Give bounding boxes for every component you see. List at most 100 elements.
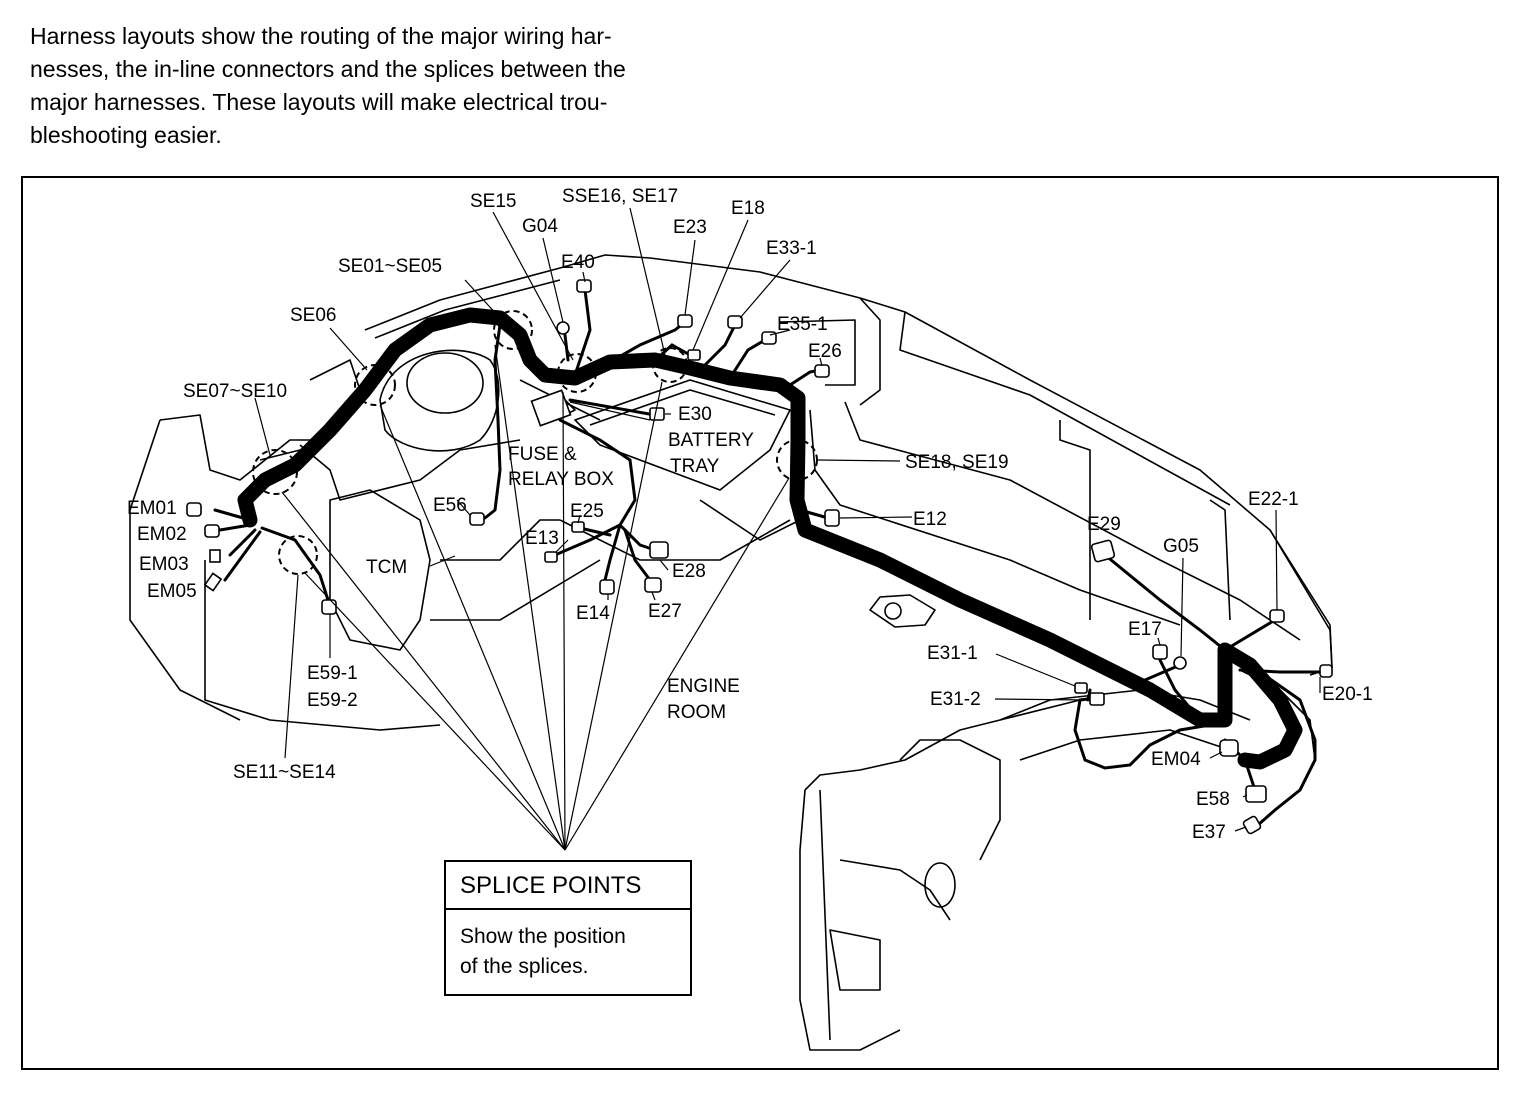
- connector-e18: [687, 349, 701, 361]
- label-em02: EM02: [137, 524, 187, 545]
- connector-em05: [203, 572, 223, 592]
- label-e20-1: E20-1: [1322, 684, 1373, 705]
- label-e58: E58: [1196, 789, 1230, 810]
- component-labels: SE15 SSE16, SE17 G04 E23 E18 E33-1 SE01~…: [127, 186, 1373, 843]
- label-e56: E56: [433, 495, 467, 516]
- label-e37: E37: [1192, 822, 1226, 843]
- label-e29: E29: [1087, 514, 1121, 535]
- label-e23: E23: [673, 217, 707, 238]
- diagram-frame: [21, 176, 1499, 1070]
- connector-em01: [186, 502, 202, 517]
- connector-e13: [544, 551, 558, 563]
- label-se11-se14: SE11~SE14: [233, 762, 336, 783]
- splice-sse16-se17: [652, 347, 688, 383]
- label-e30: E30: [678, 404, 712, 425]
- label-em01: EM01: [127, 498, 177, 519]
- label-relay-box: RELAY BOX: [508, 469, 614, 490]
- connector-e17: [1152, 644, 1168, 660]
- leader-lines: [254, 207, 1321, 851]
- label-e28: E28: [672, 561, 706, 582]
- label-e12: E12: [913, 509, 947, 530]
- label-tcm: TCM: [366, 557, 407, 578]
- connector-e35-1: [761, 331, 777, 345]
- label-sse16-se17: SSE16, SE17: [562, 186, 678, 207]
- label-em04: EM04: [1151, 749, 1201, 770]
- connector-e14: [599, 579, 615, 595]
- label-se18-se19: SE18, SE19: [905, 452, 1009, 473]
- connector-e59: [321, 599, 337, 615]
- splice-se07-se10: [252, 449, 298, 495]
- intro-line-4: bleshooting easier.: [30, 122, 222, 148]
- connectors: [186, 279, 1333, 835]
- label-e40: E40: [561, 252, 595, 273]
- label-room: ROOM: [667, 702, 726, 723]
- intro-line-2: nesses, the in-line connectors and the s…: [30, 56, 626, 82]
- label-se06: SE06: [290, 305, 336, 326]
- connector-e29: [1090, 539, 1116, 563]
- splice-se06: [354, 364, 396, 406]
- label-e59-1: E59-1: [307, 663, 358, 684]
- splice-points-legend: SPLICE POINTS Show the position of the s…: [444, 860, 692, 996]
- connector-e56: [469, 512, 485, 526]
- connector-e20-1: [1319, 664, 1333, 678]
- connector-e22-1: [1269, 609, 1285, 623]
- label-e13: E13: [525, 528, 559, 549]
- connector-em02: [204, 524, 220, 538]
- fuse-relay-box-body: [530, 389, 572, 427]
- connector-e25: [571, 521, 585, 533]
- connector-e33-1: [727, 315, 743, 329]
- label-se01-se05: SE01~SE05: [338, 256, 442, 277]
- ground-g05: [1173, 656, 1187, 670]
- intro-paragraph: Harness layouts show the routing of the …: [30, 20, 770, 152]
- label-e22-1: E22-1: [1248, 489, 1299, 510]
- connector-em04: [1219, 739, 1239, 757]
- connector-e58: [1245, 785, 1267, 803]
- splice-se15: [557, 353, 597, 393]
- splice-circles: [252, 310, 818, 575]
- splice-se01-se05: [493, 310, 533, 350]
- connector-e28: [649, 541, 669, 559]
- label-e59-2: E59-2: [307, 690, 358, 711]
- legend-description: Show the position of the splices.: [446, 910, 690, 982]
- label-em03: EM03: [139, 554, 189, 575]
- intro-line-1: Harness layouts show the routing of the …: [30, 23, 612, 49]
- connector-e26: [814, 364, 830, 378]
- label-tray: TRAY: [670, 456, 720, 477]
- splice-se11-se14: [278, 535, 318, 575]
- intro-line-3: major harnesses. These layouts will make…: [30, 89, 608, 115]
- connector-e31-2: [1089, 692, 1105, 706]
- label-e35-1: E35-1: [777, 314, 828, 335]
- legend-line-2: of the splices.: [460, 955, 589, 978]
- connector-e30: [649, 407, 665, 421]
- connector-e40: [576, 279, 592, 293]
- legend-title: SPLICE POINTS: [446, 862, 690, 910]
- label-engine: ENGINE: [667, 676, 740, 697]
- connector-e37: [1242, 815, 1262, 835]
- ground-g04: [556, 321, 570, 335]
- label-e33-1: E33-1: [766, 238, 817, 259]
- label-fuse: FUSE &: [508, 444, 577, 465]
- connector-em03: [209, 549, 221, 563]
- label-e14: E14: [576, 603, 610, 624]
- main-wiring-harness: [237, 307, 1303, 770]
- label-e18: E18: [731, 198, 765, 219]
- label-em05: EM05: [147, 581, 197, 602]
- label-e17: E17: [1128, 619, 1162, 640]
- label-g05: G05: [1163, 536, 1199, 557]
- label-e25: E25: [570, 501, 604, 522]
- legend-line-1: Show the position: [460, 925, 626, 948]
- label-e26: E26: [808, 341, 842, 362]
- label-g04: G04: [522, 216, 558, 237]
- connector-e12: [824, 509, 840, 527]
- branch-wires: [213, 288, 1322, 827]
- label-e31-2: E31-2: [930, 689, 981, 710]
- label-battery: BATTERY: [668, 430, 754, 451]
- label-se07-se10: SE07~SE10: [183, 381, 287, 402]
- connector-e27: [644, 577, 662, 593]
- label-e31-1: E31-1: [927, 643, 978, 664]
- connector-e23: [677, 314, 693, 328]
- connector-e31-1: [1074, 682, 1088, 694]
- label-e27: E27: [648, 601, 682, 622]
- label-se15: SE15: [470, 191, 516, 212]
